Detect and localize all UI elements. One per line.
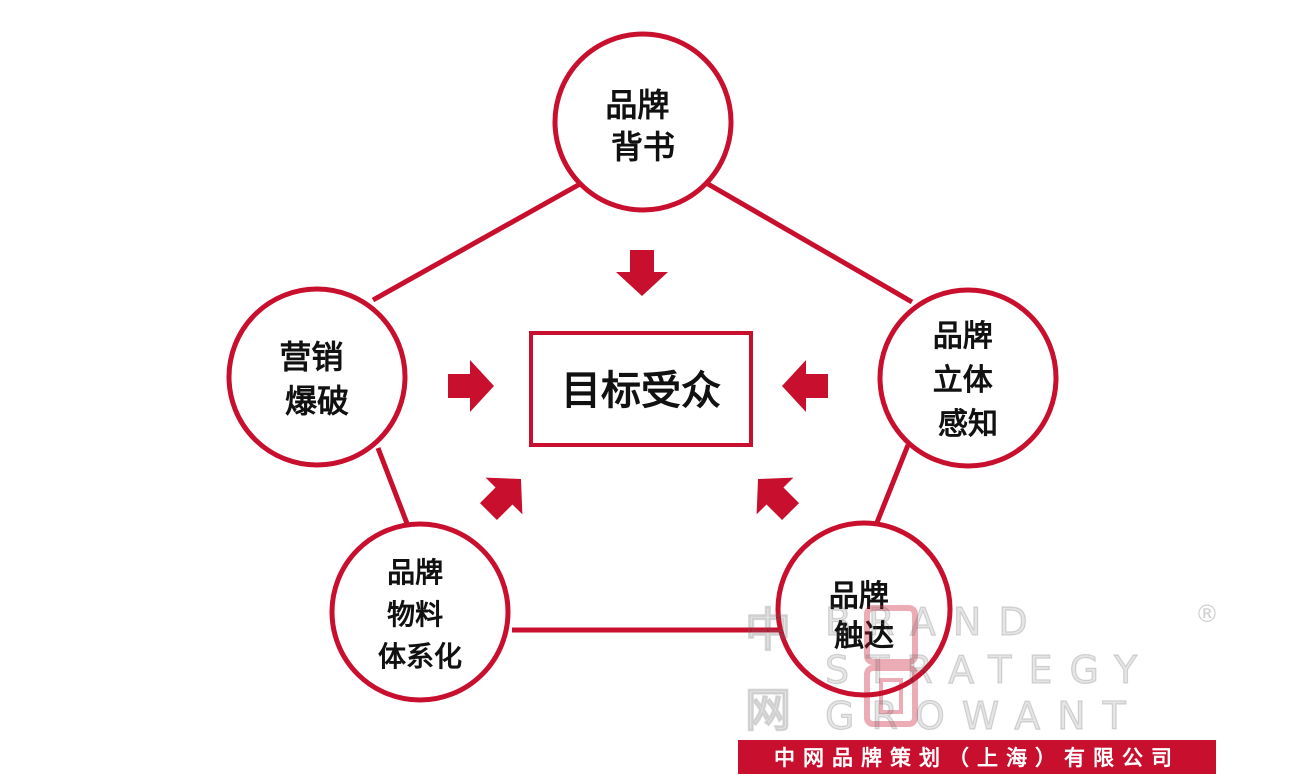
- company-name: 中网品牌策划（上海）有限公司: [774, 746, 1180, 770]
- svg-text:品牌 背书: 品牌 背书: [605, 86, 680, 166]
- svg-text:营销 爆破: 营销 爆破: [279, 338, 354, 420]
- arrow-down-icon: [616, 250, 668, 296]
- node-bottom-left-line-2: 物料: [387, 598, 443, 631]
- node-bottom-right-line-1: 品牌: [829, 579, 889, 614]
- node-bottom-left: 品牌 物料 体系化: [329, 521, 511, 703]
- connector-bottomleft-left: [375, 447, 411, 527]
- center-label: 目标受众: [561, 368, 721, 414]
- node-bottom-left-line-1: 品牌: [387, 556, 443, 589]
- node-right-line-1: 品牌: [933, 319, 993, 354]
- node-bottom-left-line-3: 体系化: [378, 640, 462, 673]
- svg-text:品牌 立体 感知: 品牌 立体 感知: [933, 319, 1003, 442]
- node-bottom-right-line-2: 触达: [834, 619, 894, 654]
- node-left-line-1: 营销: [279, 338, 343, 376]
- center-box: [529, 331, 753, 447]
- connector-top-right: [706, 181, 914, 305]
- connector-lines: [371, 181, 914, 633]
- node-right-line-2: 立体: [933, 363, 994, 398]
- arrow-up-right-icon: [479, 477, 523, 521]
- node-left-line-2: 爆破: [285, 382, 349, 420]
- node-top: 品牌 背书: [552, 31, 734, 213]
- arrows: [448, 250, 828, 521]
- arrow-up-left-icon: [756, 477, 800, 521]
- node-top-line-1: 品牌: [605, 86, 669, 124]
- node-left: 营销 爆破: [226, 286, 408, 468]
- svg-text:品牌 物料 体系化: 品牌 物料 体系化: [378, 556, 462, 673]
- arrow-left-icon: [782, 360, 828, 412]
- connector-right-bottomright: [873, 444, 911, 526]
- company-banner: 中网品牌策划（上海）有限公司: [738, 740, 1216, 774]
- connector-left-top: [371, 181, 582, 303]
- arrow-right-icon: [448, 360, 494, 412]
- node-bottom-right: 品牌 触达: [775, 520, 953, 698]
- node-right-line-3: 感知: [938, 407, 998, 442]
- svg-text:品牌 触达: 品牌 触达: [829, 579, 899, 654]
- node-right: 品牌 立体 感知: [877, 287, 1059, 469]
- node-top-line-2: 背书: [611, 128, 675, 166]
